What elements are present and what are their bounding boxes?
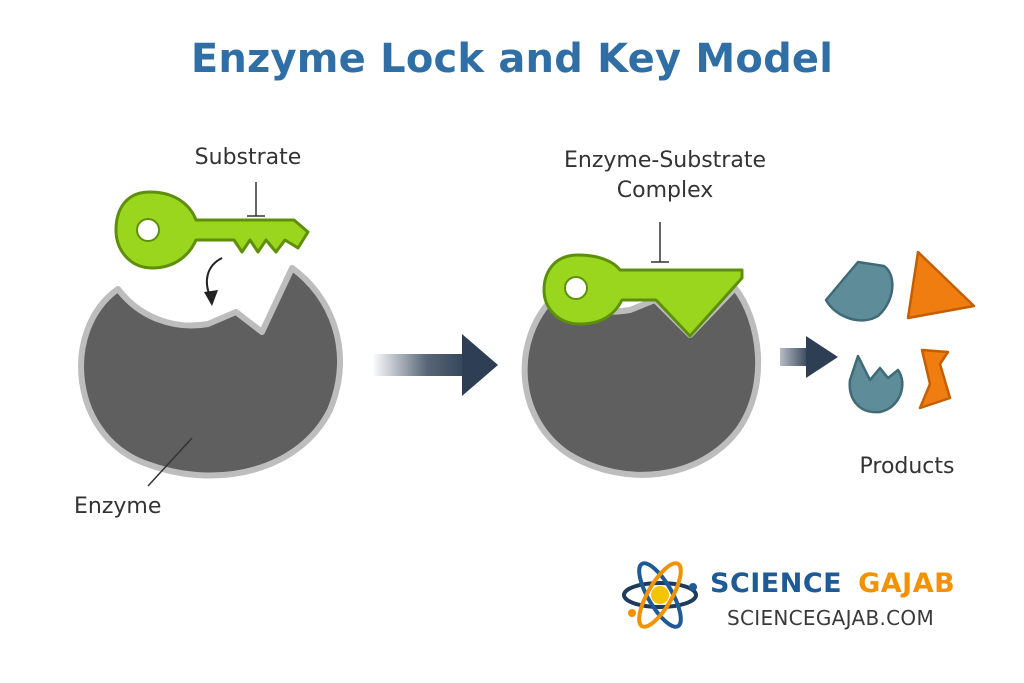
substrate-pointer [247, 182, 265, 217]
products-arrow [780, 336, 838, 378]
product-orange-bottom [918, 348, 952, 410]
product-teal-bottom [848, 354, 904, 414]
brand-word-gajab: GAJAB [858, 568, 956, 599]
substrate-label: Substrate [194, 145, 302, 170]
products-label: Products [859, 454, 955, 479]
products-group [824, 250, 976, 414]
reaction-arrow [372, 334, 498, 396]
brand-name: SCIENCE GAJAB [710, 568, 1010, 599]
enzyme-label: Enzyme [74, 494, 162, 519]
enzyme-left [78, 265, 344, 479]
binding-curved-arrow [204, 257, 223, 306]
complex-label-line1: Enzyme-Substrate [564, 148, 766, 173]
substrate-key [114, 190, 310, 270]
complex-pointer [651, 222, 669, 263]
page-title: Enzyme Lock and Key Model [190, 36, 834, 82]
brand-word-science: SCIENCE [710, 568, 843, 599]
product-teal-top [824, 260, 894, 322]
brand-url: SCIENCEGAJAB.COM [727, 606, 935, 630]
complex-label-line2: Complex [616, 178, 714, 203]
enzyme-substrate-complex [521, 253, 762, 478]
enzyme-pointer-line [147, 437, 193, 487]
complex-label: Enzyme-Substrate Complex [520, 146, 810, 206]
atom-icon [622, 561, 698, 629]
product-orange-top [906, 250, 976, 320]
